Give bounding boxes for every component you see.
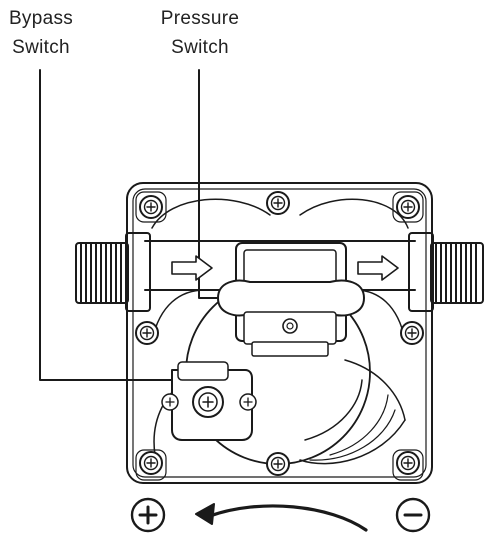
flow-arrow-icon <box>357 255 399 281</box>
pressure-switch-label-line2: Switch <box>171 37 229 58</box>
pressure-switch-label: Pressure Switch <box>152 4 248 62</box>
screw-icon <box>135 321 159 345</box>
curved-arrow-icon <box>208 504 368 532</box>
curved-arrow-head <box>195 503 215 525</box>
screw-icon <box>139 451 163 475</box>
screw-icon <box>266 452 290 476</box>
pressure-switch <box>217 242 365 357</box>
screw-icon <box>396 451 420 475</box>
inlet-threaded-fitting <box>75 232 151 312</box>
bypass-switch-label-line1: Bypass <box>8 8 74 29</box>
outlet-threaded-fitting <box>408 232 484 312</box>
bypass-switch <box>161 361 257 441</box>
flow-arrow-icon <box>171 255 213 281</box>
screw-icon <box>139 195 163 219</box>
plus-icon <box>130 497 166 533</box>
screw-icon <box>396 195 420 219</box>
minus-icon <box>395 497 431 533</box>
screw-icon <box>400 321 424 345</box>
bypass-switch-label-line2: Switch <box>12 37 70 58</box>
pressure-switch-label-line1: Pressure <box>160 8 240 29</box>
bypass-switch-label: Bypass Switch <box>0 4 82 62</box>
bypass-leader-line <box>39 69 191 381</box>
screw-icon <box>266 191 290 215</box>
